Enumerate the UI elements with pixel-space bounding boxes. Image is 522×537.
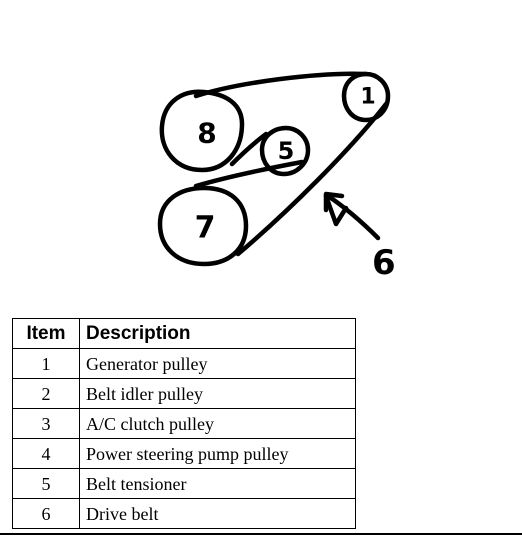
item-description: Belt tensioner — [79, 468, 356, 499]
item-number: 2 — [12, 378, 80, 409]
table-row: 4 Power steering pump pulley — [12, 438, 356, 469]
pulley-7: 7 — [157, 185, 249, 267]
table-row: 5 Belt tensioner — [12, 468, 356, 499]
pointer-label-6: 6 — [372, 243, 396, 283]
drive-belt — [193, 71, 369, 99]
drive-belt-upper-run — [229, 131, 269, 167]
table-row: 3 A/C clutch pulley — [12, 408, 356, 439]
table-row: 6 Drive belt — [12, 498, 356, 529]
pulley-5-label: 5 — [278, 137, 295, 165]
pulley-5: 5 — [259, 125, 311, 177]
drive-belt-right-run — [235, 101, 389, 257]
pulley-7-label: 7 — [195, 211, 216, 246]
item-description: Belt idler pulley — [79, 378, 356, 409]
item-description: Generator pulley — [79, 348, 356, 379]
table-row: 1 Generator pulley — [12, 348, 356, 379]
header-description: Description — [79, 318, 356, 349]
legend-header-row: Item Description — [12, 318, 356, 349]
belt-routing-diagram: 8 5 1 7 6 — [157, 71, 396, 283]
item-number: 3 — [12, 408, 80, 439]
pulley-1-label: 1 — [360, 85, 375, 110]
item-number: 1 — [12, 348, 80, 379]
pulley-8: 8 — [159, 89, 245, 173]
bottom-divider — [0, 533, 522, 535]
pulley-8-label: 8 — [197, 117, 216, 150]
pointer-arrow — [323, 191, 381, 241]
table-row: 2 Belt idler pulley — [12, 378, 356, 409]
drive-belt-lower-run — [193, 159, 305, 189]
item-description: A/C clutch pulley — [79, 408, 356, 439]
pulley-1: 1 — [341, 71, 391, 123]
item-description: Drive belt — [79, 498, 356, 529]
header-item: Item — [12, 318, 80, 349]
legend-table: Item Description 1 Generator pulley 2 Be… — [12, 318, 356, 529]
item-number: 6 — [12, 498, 80, 529]
item-description: Power steering pump pulley — [79, 438, 356, 469]
item-number: 4 — [12, 438, 80, 469]
item-number: 5 — [12, 468, 80, 499]
